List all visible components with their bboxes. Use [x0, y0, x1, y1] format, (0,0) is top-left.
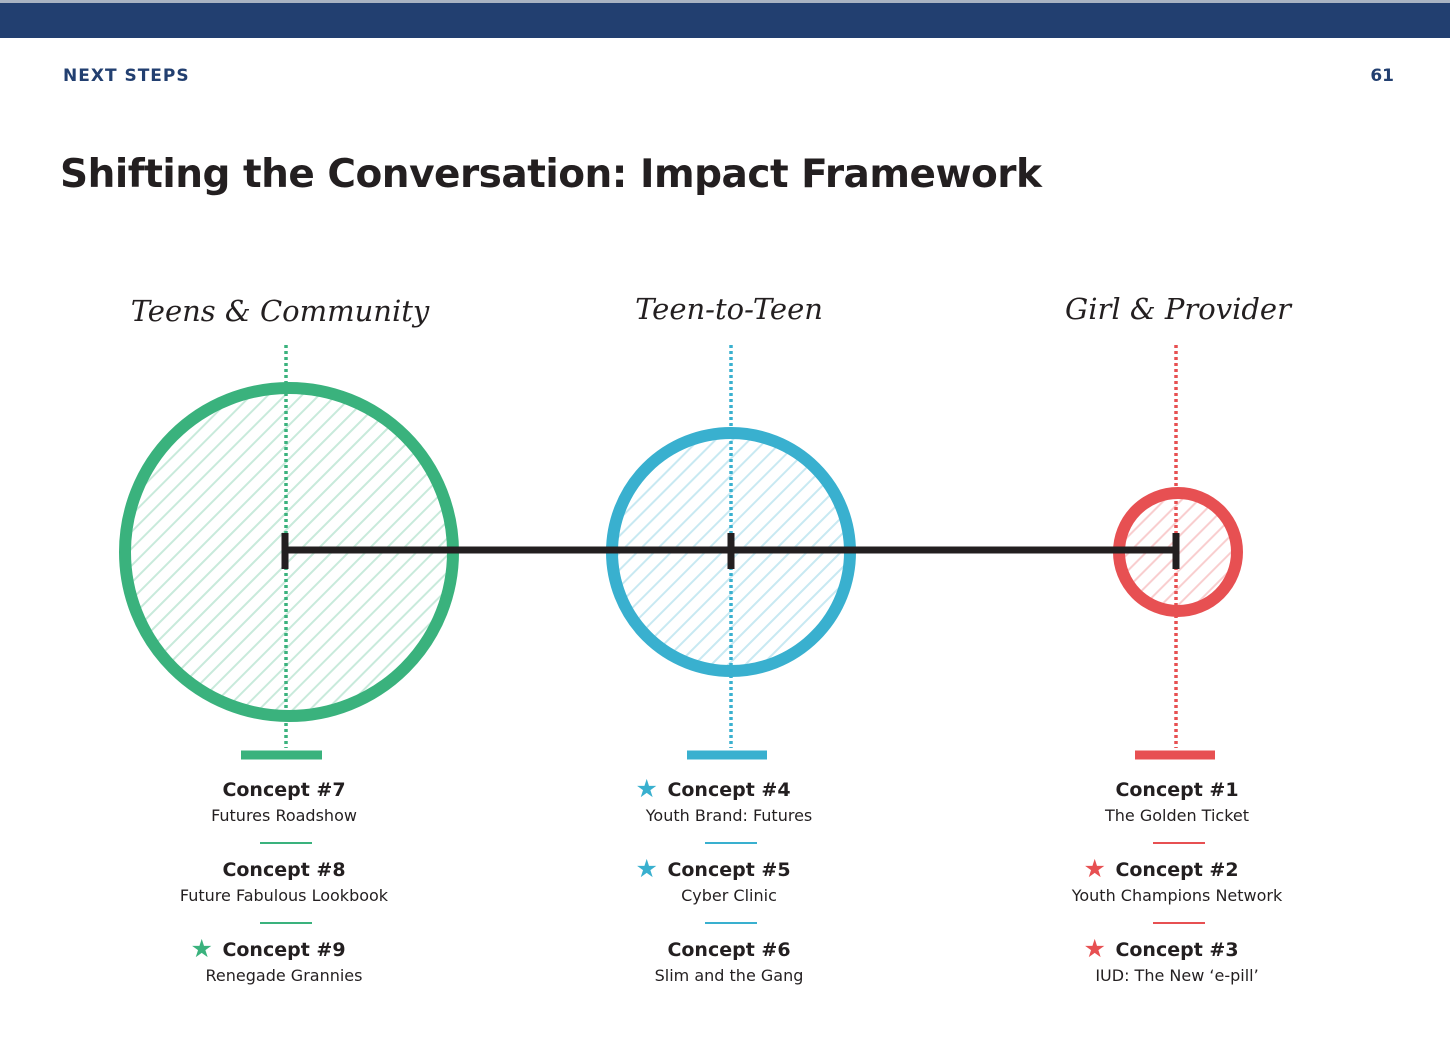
concept-item: ★ Concept #2 Youth Champions Network [1017, 856, 1337, 937]
concept-title-wrap: ★ Concept #5 [635, 856, 791, 883]
concept-title-wrap: ★ Concept #9 [190, 936, 346, 963]
concepts-girl-provider: Concept #1 The Golden Ticket ★ Concept #2… [1017, 777, 1337, 1017]
concept-title: Concept #2 [1115, 859, 1239, 881]
concept-subtitle: Youth Brand: Futures [645, 806, 813, 825]
concept-title-wrap: ★ Concept #4 [635, 776, 791, 803]
concept-item: ★ Concept #3 IUD: The New ‘e-pill’ [1017, 936, 1337, 1017]
concept-item: ★ Concept #4 Youth Brand: Futures [569, 776, 889, 857]
concept-divider [705, 922, 757, 924]
concept-title: Concept #1 [1115, 779, 1239, 801]
star-icon: ★ [635, 854, 658, 883]
concepts-teen-to-teen: ★ Concept #4 Youth Brand: Futures ★ Concep… [569, 776, 889, 1017]
concept-title: Concept #9 [222, 939, 346, 961]
concept-subtitle: IUD: The New ‘e-pill’ [1095, 966, 1259, 985]
column-heading-girl-provider: Girl & Provider [1065, 292, 1293, 326]
concept-title: Concept #7 [222, 779, 346, 801]
concept-divider [1153, 842, 1205, 844]
concept-item: Concept #8 Future Fabulous Lookbook [124, 857, 444, 937]
concept-title: Concept #3 [1115, 939, 1239, 961]
top-banner-edge [0, 0, 1450, 3]
concept-divider [260, 922, 312, 924]
concept-item: Concept #6 Slim and the Gang [569, 937, 889, 1017]
concept-subtitle: The Golden Ticket [1104, 806, 1250, 825]
concept-subtitle: Future Fabulous Lookbook [179, 886, 389, 905]
concept-item: Concept #1 The Golden Ticket [1017, 777, 1337, 857]
concept-subtitle: Youth Champions Network [1071, 886, 1283, 905]
concept-divider [1153, 922, 1205, 924]
star-icon: ★ [635, 774, 658, 803]
concept-subtitle: Slim and the Gang [654, 966, 804, 985]
concept-title: Concept #4 [667, 779, 791, 801]
star-icon: ★ [190, 934, 213, 963]
concept-title: Concept #8 [222, 859, 346, 881]
concept-item: Concept #7 Futures Roadshow [124, 777, 444, 857]
concept-subtitle: Renegade Grannies [205, 966, 363, 985]
column-heading-teens-community: Teens & Community [131, 294, 430, 328]
concept-subtitle: Cyber Clinic [681, 886, 777, 905]
top-banner [0, 0, 1450, 38]
concept-subtitle: Futures Roadshow [211, 806, 357, 825]
concept-title-wrap: ★ Concept #3 [1083, 936, 1239, 963]
concept-title-wrap: ★ Concept #2 [1083, 856, 1239, 883]
star-icon: ★ [1083, 854, 1106, 883]
concept-title: Concept #5 [667, 859, 791, 881]
concepts-teens-community: Concept #7 Futures Roadshow Concept #8 F… [124, 777, 444, 1017]
concept-divider [260, 842, 312, 844]
section-label: NEXT STEPS [63, 66, 190, 86]
column-heading-teen-to-teen: Teen-to-Teen [635, 292, 823, 326]
concept-divider [705, 842, 757, 844]
concept-item: ★ Concept #5 Cyber Clinic [569, 856, 889, 937]
page-number: 61 [1370, 66, 1394, 86]
concept-item: ★ Concept #9 Renegade Grannies [124, 936, 444, 1017]
star-icon: ★ [1083, 934, 1106, 963]
concept-title: Concept #6 [667, 939, 791, 961]
page-title: Shifting the Conversation: Impact Framew… [60, 152, 1042, 197]
